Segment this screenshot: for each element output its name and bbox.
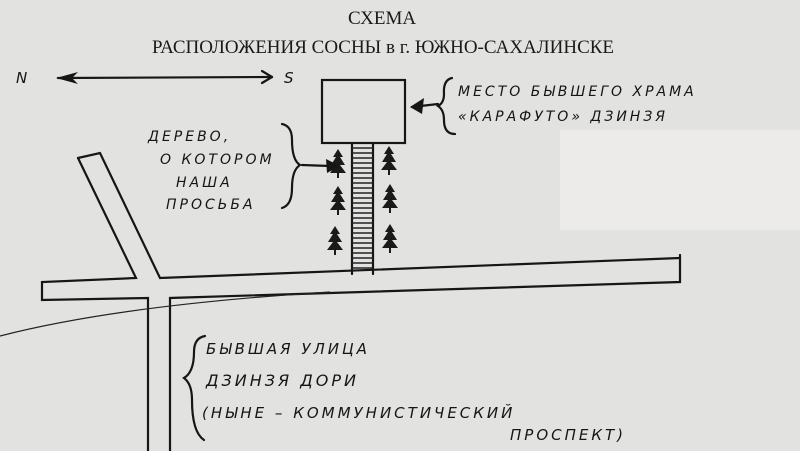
street-brace <box>182 334 207 442</box>
tree-label-3: НАША <box>176 175 233 191</box>
tree-brace <box>280 122 303 210</box>
north-label: N <box>16 69 30 87</box>
temple-label-1: МЕСТО БЫВШЕГО ХРАМА <box>458 84 697 100</box>
street-label-4: ПРОСПЕКТ) <box>510 426 626 444</box>
light-patch <box>560 130 800 230</box>
tree-arrow-icon <box>326 159 340 173</box>
tree-label-1: ДЕРЕВО, <box>147 129 231 145</box>
tree-label-4: ПРОСЬБА <box>166 197 256 213</box>
temple-arrow-icon <box>410 98 424 114</box>
faint-curve <box>0 291 331 337</box>
street-label-1: БЫВШАЯ УЛИЦА <box>206 340 370 358</box>
compass-arrow: N S <box>16 69 297 87</box>
south-label: S <box>284 69 297 87</box>
title-line1: СХЕМА <box>348 8 416 29</box>
arrow-head-icon <box>56 72 78 84</box>
temple-brace <box>435 76 457 136</box>
roads <box>0 151 682 451</box>
pine-tree-icon <box>380 145 398 176</box>
title-line2: РАСПОЛОЖЕНИЯ СОСНЫ в г. ЮЖНО-САХАЛИНСКЕ <box>152 37 614 58</box>
pine-tree-icon <box>329 185 347 216</box>
street-label-2: ДЗИНЗЯ ДОРИ <box>205 371 359 390</box>
pine-tree-icon <box>381 223 399 254</box>
tree-label-2: О КОТОРОМ <box>160 152 275 168</box>
pine-tree-icon <box>381 183 399 214</box>
pine-tree-icon <box>326 225 344 256</box>
alley <box>350 141 375 276</box>
temple-site <box>320 78 407 145</box>
street-label-3: (НЫНЕ – КОММУНИСТИЧЕСКИЙ <box>202 403 515 422</box>
temple-label-2: «КАРАФУТО» ДЗИНЗЯ <box>458 109 668 125</box>
